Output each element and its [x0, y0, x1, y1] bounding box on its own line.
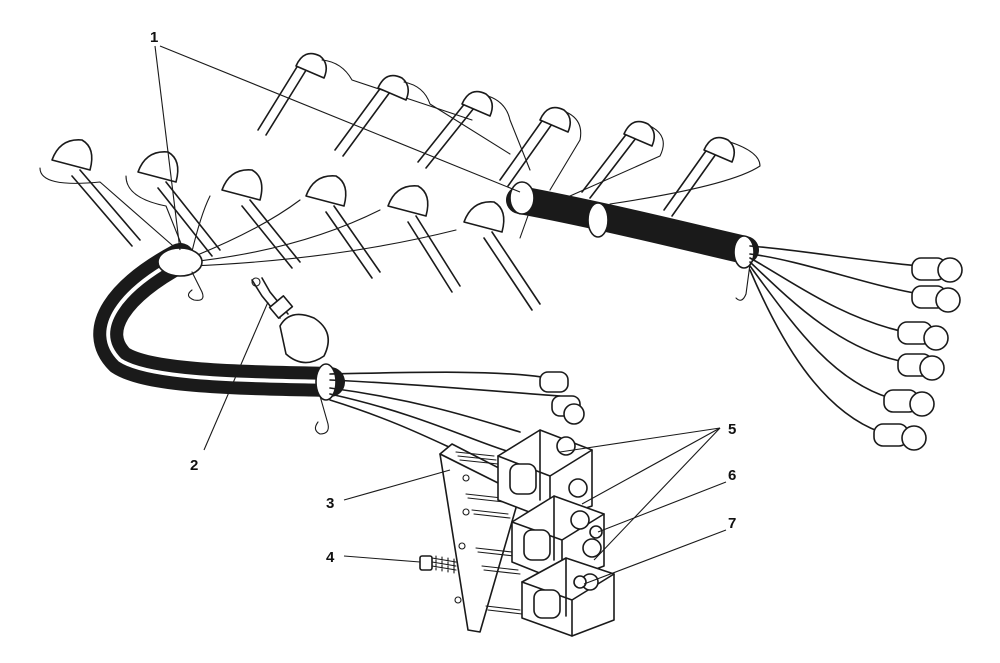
ground-strap: [735, 263, 751, 301]
ground-strap: [314, 395, 329, 435]
callouts: 1 2 3 4 5 6 7: [150, 29, 736, 566]
spark-plug-boot: [39, 139, 181, 253]
rear-harness-loom: [506, 181, 759, 301]
spark-plug-boot: [609, 136, 761, 217]
coil-terminal: [897, 321, 949, 351]
pack-lead-bundle: [329, 371, 585, 469]
spark-plug-boot: [569, 120, 664, 199]
coil-terminal: [911, 257, 963, 283]
ignition-coil: [521, 557, 615, 637]
coil-lead-fan: [749, 245, 963, 451]
mounting-bolt: [419, 555, 457, 574]
callout-6: 6: [728, 467, 736, 484]
loom-clamp: [315, 363, 337, 401]
callout-2: 2: [190, 457, 198, 474]
loom-clamp: [587, 202, 609, 238]
loom-clamp: [509, 181, 535, 215]
spark-plug-boot: [257, 52, 473, 136]
callout-3: 3: [326, 495, 334, 512]
ignition-coil: [497, 429, 593, 521]
coil-terminal: [873, 423, 927, 451]
callout-4: 4: [326, 549, 335, 566]
spark-plug-boot: [417, 90, 531, 171]
ignition-coils: [497, 429, 615, 637]
spark-plug: [251, 277, 330, 364]
rear-bank-leads: [257, 52, 761, 217]
spark-plug-boot: [189, 175, 381, 279]
loom-clamp: [733, 235, 755, 269]
callout-5: 5: [728, 421, 736, 438]
spark-plug-boot: [334, 74, 511, 157]
coil-terminal: [911, 285, 961, 313]
spark-plug-boot: [189, 169, 301, 269]
front-bank-leads: [39, 139, 541, 311]
spark-plug-boot: [499, 106, 582, 191]
callout-1: 1: [150, 29, 158, 46]
spark-plug-boot: [189, 201, 541, 311]
spark-plug-boot: [189, 185, 461, 293]
fastener-screw: [589, 525, 603, 539]
coil-terminal: [897, 353, 945, 381]
fastener-nut: [573, 575, 587, 589]
callout-7: 7: [728, 515, 736, 532]
leader-lines: [154, 45, 727, 585]
bracket-studs: [455, 451, 523, 615]
spark-plug-boot: [125, 151, 221, 257]
main-harness-loom: [93, 243, 345, 435]
ground-strap: [187, 271, 204, 301]
coil-terminal: [883, 389, 935, 417]
loom-clamp: [157, 247, 203, 277]
